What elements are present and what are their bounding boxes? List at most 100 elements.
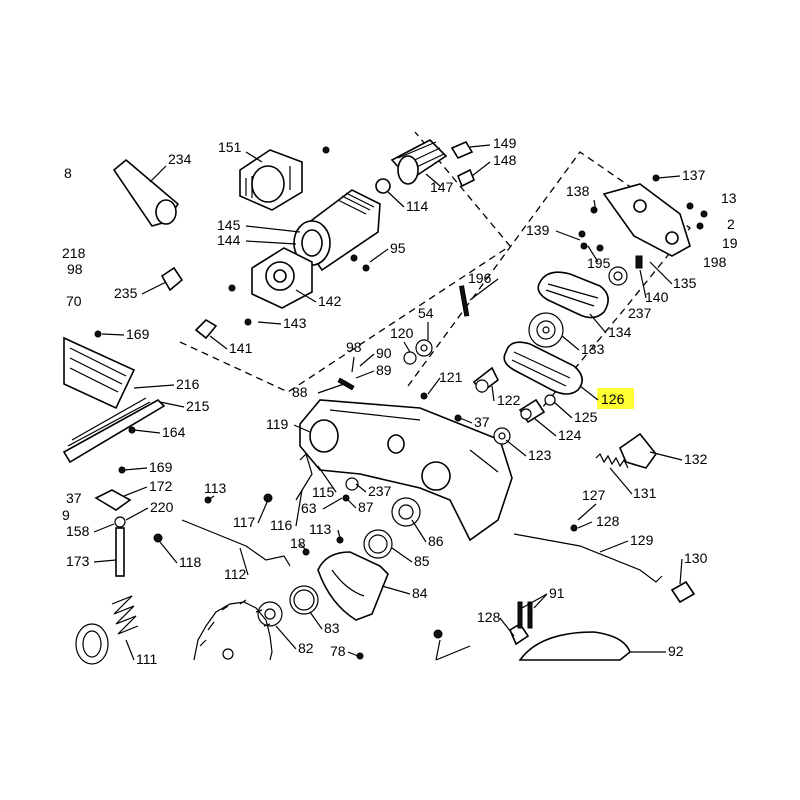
brush-holder-141 — [194, 318, 218, 340]
part-label-151: 151 — [218, 139, 242, 155]
drive-belt-134 — [537, 271, 609, 319]
part-label-13: 13 — [721, 190, 737, 206]
part-label-147: 147 — [430, 179, 454, 195]
part-label-113: 113 — [309, 521, 332, 537]
part-label-133: 133 — [581, 341, 605, 357]
part-label-9: 9 — [62, 507, 70, 523]
part-label-95: 95 — [390, 240, 406, 256]
part-label-169: 169 — [126, 326, 150, 342]
part-label-120: 120 — [390, 325, 414, 341]
part-label-129: 129 — [630, 532, 654, 548]
part-label-37: 37 — [66, 490, 82, 506]
end-bell — [251, 247, 313, 309]
part-label-158: 158 — [66, 523, 90, 539]
part-label-173: 173 — [66, 553, 90, 569]
part-label-216: 216 — [176, 376, 200, 392]
part-235 — [160, 266, 184, 292]
belt-126 — [503, 341, 583, 395]
part-label-88: 88 — [292, 384, 308, 400]
pulley-133 — [528, 312, 564, 348]
part-label-91: 91 — [549, 585, 565, 601]
belt-cover-135 — [602, 183, 691, 257]
part-label-98: 98 — [67, 261, 83, 277]
part-label-90: 90 — [376, 345, 392, 361]
part-label-117: 117 — [233, 514, 256, 530]
motor-housing — [293, 189, 381, 272]
part-label-82: 82 — [298, 640, 314, 656]
part-label-85: 85 — [414, 553, 430, 569]
part-label-115: 115 — [312, 484, 335, 500]
part-label-92: 92 — [668, 643, 684, 659]
brush-148 — [456, 168, 476, 188]
part-label-89: 89 — [376, 362, 392, 378]
part-label-134: 134 — [608, 324, 632, 340]
clip-130 — [670, 580, 696, 604]
part-label-126: 126 — [601, 391, 625, 407]
highlight-126 — [597, 388, 634, 409]
part-label-164: 164 — [162, 424, 186, 440]
part-label-137: 137 — [682, 167, 706, 183]
belt-group-boundary — [407, 151, 691, 421]
gear-shaft-122 — [472, 366, 500, 394]
wire-129 — [513, 533, 663, 583]
part-label-70: 70 — [66, 293, 82, 309]
part-label-111: 111 — [136, 651, 157, 667]
part-label-143: 143 — [283, 315, 307, 331]
plate-172 — [94, 489, 132, 511]
part-label-196: 196 — [468, 270, 492, 286]
part-label-172: 172 — [149, 478, 173, 494]
gear-shaft-124 — [518, 398, 546, 424]
part-label-141: 141 — [229, 340, 253, 356]
plate-edge — [435, 639, 471, 661]
armature — [390, 139, 448, 185]
part-label-145: 145 — [217, 217, 241, 233]
washer-220 — [114, 516, 126, 528]
part-label-37: 37 — [474, 414, 490, 430]
field-coil — [239, 149, 303, 211]
leader-lines — [93, 144, 683, 661]
part-label-195: 195 — [587, 255, 611, 271]
screws — [94, 146, 708, 660]
part-label-118: 118 — [179, 554, 202, 570]
part-label-2: 2 — [727, 216, 735, 232]
washer-120 — [403, 351, 417, 365]
part-label-169: 169 — [149, 459, 173, 475]
rail-216 — [63, 336, 136, 410]
part-label-237: 237 — [368, 483, 392, 499]
part-label-84: 84 — [412, 585, 428, 601]
part-label-198: 198 — [703, 254, 727, 270]
part-label-98: 98 — [346, 339, 362, 355]
part-label-125: 125 — [574, 409, 598, 425]
washer-237b — [345, 477, 359, 491]
part-label-63: 63 — [301, 500, 317, 516]
part-label-78: 78 — [330, 643, 346, 659]
part-label-127: 127 — [582, 487, 606, 503]
part-label-122: 122 — [497, 392, 521, 408]
motor-group-boundary — [179, 131, 511, 393]
part-label-124: 124 — [558, 427, 582, 443]
part-label-218: 218 — [62, 245, 86, 261]
part-label-116: 116 — [270, 517, 293, 533]
rod-173 — [115, 527, 125, 577]
spring-131 — [595, 452, 629, 469]
part-label-138: 138 — [566, 183, 590, 199]
part-label-142: 142 — [318, 293, 342, 309]
part-label-112: 112 — [224, 566, 247, 582]
part-label-128: 128 — [477, 609, 501, 625]
part-label-113: 113 — [204, 480, 227, 496]
part-label-18: 18 — [290, 535, 306, 551]
brush-149 — [450, 140, 474, 160]
rail-215 — [62, 397, 166, 464]
part-label-235: 235 — [114, 285, 138, 301]
bearing-114 — [375, 178, 391, 194]
bracket-128 — [508, 622, 530, 646]
part-label-121: 121 — [439, 369, 463, 385]
part-label-144: 144 — [217, 232, 241, 248]
part-label-139: 139 — [526, 222, 550, 238]
part-label-8: 8 — [64, 165, 72, 181]
part-label-87: 87 — [358, 499, 374, 515]
blade-guard-84 — [317, 551, 389, 621]
clip-116 — [295, 452, 313, 501]
